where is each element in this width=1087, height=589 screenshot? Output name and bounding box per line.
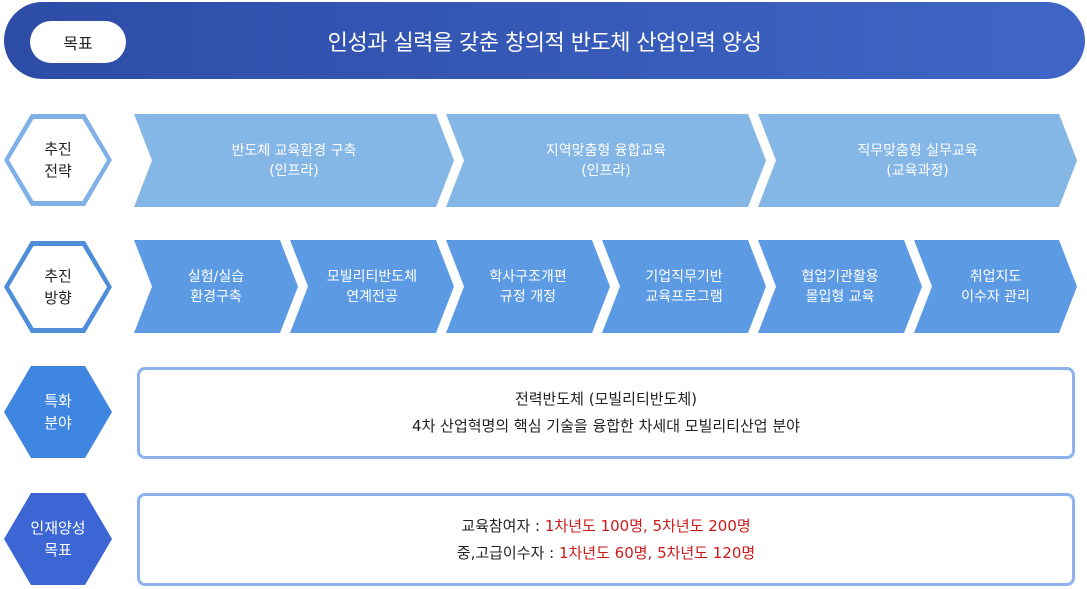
direction-item-line2: 연계전공 — [346, 288, 398, 305]
direction-item-line1: 모빌리티반도체 — [326, 268, 418, 285]
direction-item-line1: 학사구조개편 — [489, 268, 567, 285]
strategy-item-line1: 반도체 교육환경 구축 — [231, 142, 357, 159]
direction-hexagon: 추진 방향 — [4, 241, 112, 333]
talent-goal-box: 교육참여자 : 1차년도 100명, 5차년도 200명 중,고급이수자 : 1… — [137, 493, 1075, 586]
strategy-item: 지역맞춤형 융합교육 (인프라) — [446, 114, 766, 207]
completers-label: 중,고급이수자 : — [456, 543, 559, 562]
direction-label-line1: 추진 — [44, 267, 72, 285]
strategy-item-line2: (교육과정) — [886, 162, 949, 179]
specialty-box: 전력반도체 (모빌리티반도체) 4차 산업혁명의 핵심 기술을 융합한 차세대 … — [137, 367, 1075, 459]
strategy-item-line2: (인프라) — [581, 162, 631, 179]
specialty-line1: 전력반도체 (모빌리티반도체) — [514, 390, 698, 408]
strategy-item-line1: 직무맞춤형 실무교육 — [857, 142, 978, 159]
strategy-label-line1: 추진 — [44, 140, 72, 158]
talent-goal-hexagon: 인재양성 목표 — [4, 493, 112, 585]
direction-item-line2: 이수자 관리 — [961, 288, 1030, 305]
direction-item-line2: 환경구축 — [190, 288, 242, 305]
goal-label: 목표 — [30, 21, 126, 63]
strategy-item: 직무맞춤형 실무교육 (교육과정) — [758, 114, 1077, 207]
specialty-line2: 4차 산업혁명의 핵심 기술을 융합한 차세대 모빌리티산업 분야 — [412, 417, 800, 435]
direction-item-line2: 몰입형 교육 — [805, 288, 875, 305]
direction-item-line1: 실험/실습 — [187, 268, 245, 285]
direction-item-line2: 교육프로그램 — [645, 288, 723, 305]
participants-label: 교육참여자 : — [461, 516, 545, 535]
completers-value: 1차년도 60명, 5차년도 120명 — [558, 543, 756, 562]
strategy-label-line2: 전략 — [44, 162, 72, 180]
specialty-label-line1: 특화 — [44, 392, 72, 410]
direction-item-line1: 취업지도 — [969, 268, 1022, 285]
direction-item-line2: 규정 개정 — [500, 288, 556, 305]
talent-label-line2: 목표 — [44, 541, 72, 559]
participants-value: 1차년도 100명, 5차년도 200명 — [544, 516, 751, 535]
strategy-item: 반도체 교육환경 구축 (인프라) — [134, 114, 454, 207]
goal-banner: 목표 인성과 실력을 갖춘 창의적 반도체 산업인력 양성 — [4, 2, 1085, 79]
specialty-label-line2: 분야 — [44, 414, 72, 432]
direction-label-line2: 방향 — [44, 289, 72, 307]
strategy-hexagon: 추진 전략 — [4, 114, 112, 206]
direction-item-line1: 기업직무기반 — [645, 268, 723, 285]
specialty-hexagon: 특화 분야 — [4, 366, 112, 458]
talent-row-participants: 교육참여자 : 1차년도 100명, 5차년도 200명 — [461, 513, 750, 540]
talent-label-line1: 인재양성 — [30, 519, 86, 537]
strategy-item-line2: (인프라) — [269, 162, 319, 179]
goal-text: 인성과 실력을 갖춘 창의적 반도체 산업인력 양성 — [327, 30, 762, 56]
direction-item-line1: 협업기관활용 — [801, 268, 879, 285]
talent-row-completers: 중,고급이수자 : 1차년도 60명, 5차년도 120명 — [457, 540, 755, 567]
strategy-item-line1: 지역맞춤형 융합교육 — [545, 142, 667, 159]
